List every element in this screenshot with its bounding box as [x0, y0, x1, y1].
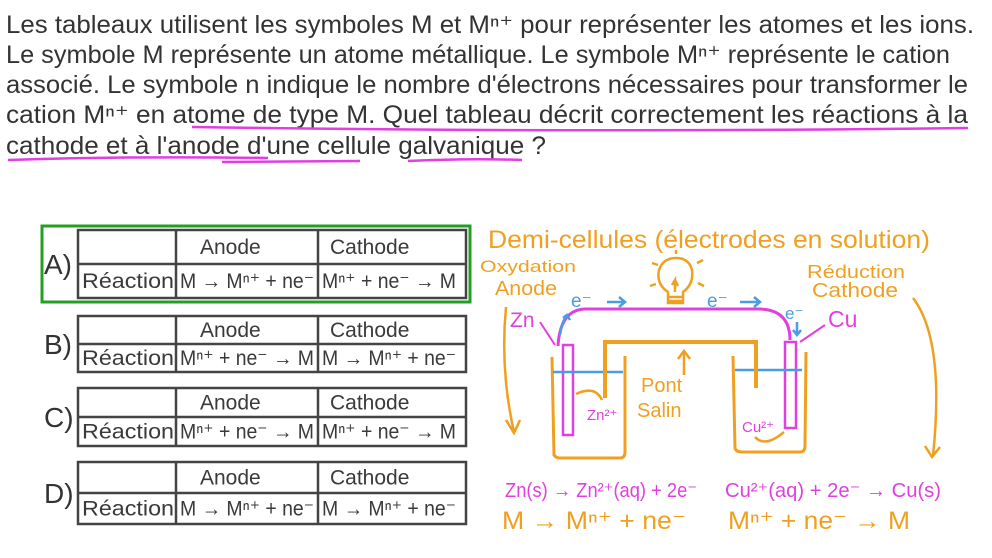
- cathode-header: Cathode: [330, 236, 409, 259]
- question-line: Les tableaux utilisent les symboles M et…: [6, 11, 974, 39]
- row-label: Réaction: [82, 498, 174, 521]
- salt-bridge-label: Pont: [641, 375, 683, 397]
- cathode-reaction: Mⁿ⁺ + ne⁻ → M: [322, 270, 456, 293]
- anode-reaction: Mⁿ⁺ + ne⁻ → M: [180, 347, 314, 370]
- cathode-reaction: M → Mⁿ⁺ + ne⁻: [322, 498, 456, 521]
- salt-bridge: [603, 340, 758, 398]
- pointer-line: [539, 321, 556, 346]
- electron-label: e⁻: [785, 304, 803, 323]
- right-beaker: [731, 351, 808, 454]
- electron-label: e⁻: [707, 291, 728, 312]
- zinc-ion-label: Zn²⁺: [587, 407, 617, 424]
- zinc-label: Zn: [510, 309, 535, 332]
- row-label: Réaction: [82, 347, 174, 370]
- electron-label: e⁻: [571, 291, 592, 312]
- anode-header: Anode: [200, 467, 261, 490]
- copper-ion-label: Cu²⁺: [742, 419, 774, 436]
- cathode-reaction: M → Mⁿ⁺ + ne⁻: [322, 347, 456, 370]
- anode-header: Anode: [200, 319, 261, 342]
- arrow-icon: [677, 348, 691, 375]
- question-line: Le symbole M représente un atome métalli…: [6, 41, 950, 69]
- option-label: A): [44, 249, 72, 280]
- question-text: Les tableaux utilisent les symboles M et…: [6, 11, 974, 164]
- left-beaker: [550, 356, 627, 460]
- salt-bridge-label: Salin: [637, 400, 681, 422]
- question-line: cathode et à l'anode d'une cellule galva…: [6, 132, 546, 160]
- cathode-equation: Cu²⁺(aq) + 2e⁻ → Cu(s): [725, 480, 941, 502]
- cathode-general-equation: Mⁿ⁺ + ne⁻ → M: [728, 507, 910, 535]
- arrow-icon: [740, 296, 762, 308]
- galvanic-cell-diagram: Demi-cellules (électrodes en solution) O…: [480, 226, 941, 535]
- cathode-label: Cathode: [812, 280, 898, 302]
- underline: [7, 156, 523, 164]
- anode-reaction: M → Mⁿ⁺ + ne⁻: [180, 270, 314, 293]
- anode-reaction: Mⁿ⁺ + ne⁻ → M: [180, 421, 314, 444]
- anode-general-equation: M → Mⁿ⁺ + ne⁻: [502, 507, 686, 535]
- underline: [191, 125, 969, 132]
- zinc-electrode: [561, 343, 575, 437]
- cathode-header: Cathode: [330, 392, 409, 415]
- arrow-icon: [607, 296, 627, 308]
- arrow-icon: [558, 313, 572, 336]
- arrow-icon: [575, 389, 604, 401]
- option-label: D): [44, 478, 74, 509]
- cathode-reaction: Mⁿ⁺ + ne⁻ → M: [322, 421, 456, 444]
- anode-label: Anode: [495, 278, 557, 300]
- cathode-header: Cathode: [330, 319, 409, 342]
- option-label: C): [44, 402, 74, 433]
- arrow-icon: [502, 306, 522, 436]
- copper-electrode: [783, 340, 798, 430]
- copper-label: Cu: [828, 306, 857, 332]
- reduction-label: Réduction: [807, 262, 905, 282]
- arrow-icon: [792, 322, 802, 338]
- cathode-header: Cathode: [330, 467, 409, 490]
- question-line: associé. Le symbole n indique le nombre …: [6, 71, 968, 99]
- anode-header: Anode: [200, 392, 261, 415]
- row-label: Réaction: [82, 270, 174, 293]
- row-label: Réaction: [82, 421, 174, 444]
- question-line: cation Mⁿ⁺ en atome de type M. Quel tabl…: [6, 101, 968, 129]
- diagram-title: Demi-cellules (électrodes en solution): [488, 226, 930, 254]
- arrow-icon: [912, 297, 941, 460]
- arrow-icon: [754, 431, 785, 443]
- option-label: B): [44, 329, 72, 360]
- anode-header: Anode: [200, 236, 261, 259]
- light-bulb-icon: [649, 250, 705, 305]
- pointer-line: [799, 324, 826, 343]
- oxidation-label: Oxydation: [480, 257, 576, 276]
- correct-answer-highlight: [40, 224, 472, 304]
- anode-reaction: M → Mⁿ⁺ + ne⁻: [180, 498, 314, 521]
- anode-equation: Zn(s) → Zn²⁺(aq) + 2e⁻: [505, 480, 697, 502]
